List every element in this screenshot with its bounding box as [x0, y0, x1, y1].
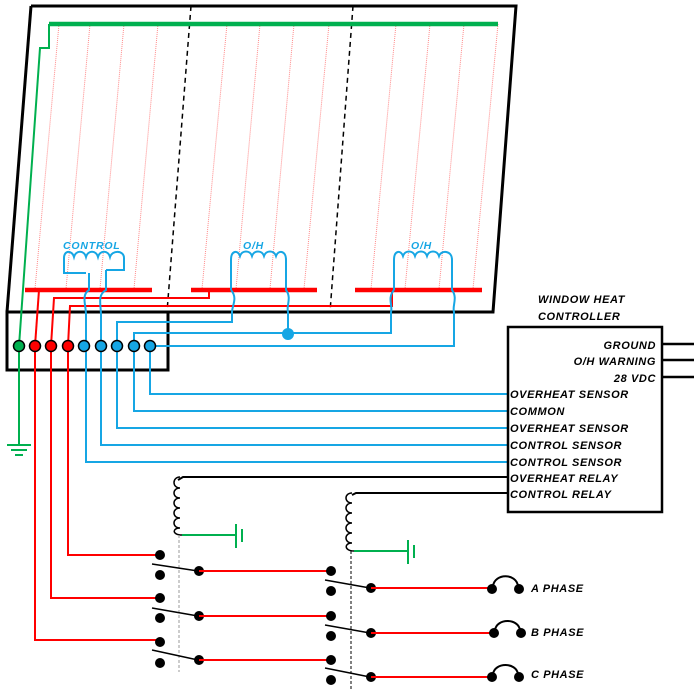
phase-connectors	[487, 575, 526, 682]
pin-ground	[12, 339, 26, 353]
terminal-control-sensor-1: CONTROL SENSOR	[510, 440, 622, 452]
window-frame	[5, 4, 518, 314]
terminal-control-relay: CONTROL RELAY	[510, 489, 613, 501]
pin-sensor-4	[127, 339, 141, 353]
pin-sensor-2	[94, 339, 108, 353]
controller-title-line1: WINDOW HEAT	[538, 294, 626, 306]
phase-feed-wires	[371, 587, 493, 678]
connector-block	[5, 310, 170, 372]
controller-right-leads	[662, 342, 694, 379]
terminal-overheat-sensor-2: OVERHEAT SENSOR	[510, 423, 629, 435]
label-c-phase: C PHASE	[531, 669, 584, 681]
terminal-ground: GROUND	[604, 340, 657, 352]
terminal-control-sensor-2: CONTROL SENSOR	[510, 457, 622, 469]
label-oh-sensor-1: O/H	[243, 240, 264, 252]
heating-elements	[34, 23, 499, 290]
power-feed-wires	[34, 289, 393, 641]
label-oh-sensor-2: O/H	[411, 240, 432, 252]
connector-pins	[12, 339, 157, 353]
terminal-oh-warning: O/H WARNING	[574, 356, 656, 368]
relay-control-wires	[177, 476, 508, 496]
pin-power-3	[61, 339, 75, 353]
controller-title-line2: CONTROLLER	[538, 311, 620, 323]
label-control-sensor: CONTROL	[63, 240, 121, 252]
relay-coils	[173, 476, 355, 552]
control-relay-contacts	[324, 566, 376, 685]
label-b-phase: B PHASE	[531, 627, 584, 639]
overheat-relay-contacts	[151, 550, 204, 668]
pin-sensor-3	[110, 339, 124, 353]
relay-linkages	[178, 535, 352, 690]
pin-sensor-1	[77, 339, 91, 353]
pin-sensor-5	[143, 339, 157, 353]
terminal-common: COMMON	[510, 406, 565, 418]
ground-symbol	[7, 444, 31, 456]
terminal-overheat-sensor-1: OVERHEAT SENSOR	[510, 389, 629, 401]
sensor-wires	[85, 346, 508, 463]
pin-power-1	[28, 339, 42, 353]
relay-grounds	[182, 524, 415, 564]
sensor-coils	[63, 250, 456, 347]
relay-interconnect-wires	[199, 570, 331, 661]
pin-power-2	[44, 339, 58, 353]
ground-bus	[18, 21, 498, 446]
common-junction	[282, 328, 294, 340]
window-heat-controller	[506, 325, 664, 514]
zone-dividers	[7, 5, 354, 313]
label-a-phase: A PHASE	[530, 583, 584, 595]
terminal-28vdc: 28 VDC	[613, 373, 657, 385]
terminal-overheat-relay: OVERHEAT RELAY	[510, 473, 619, 485]
